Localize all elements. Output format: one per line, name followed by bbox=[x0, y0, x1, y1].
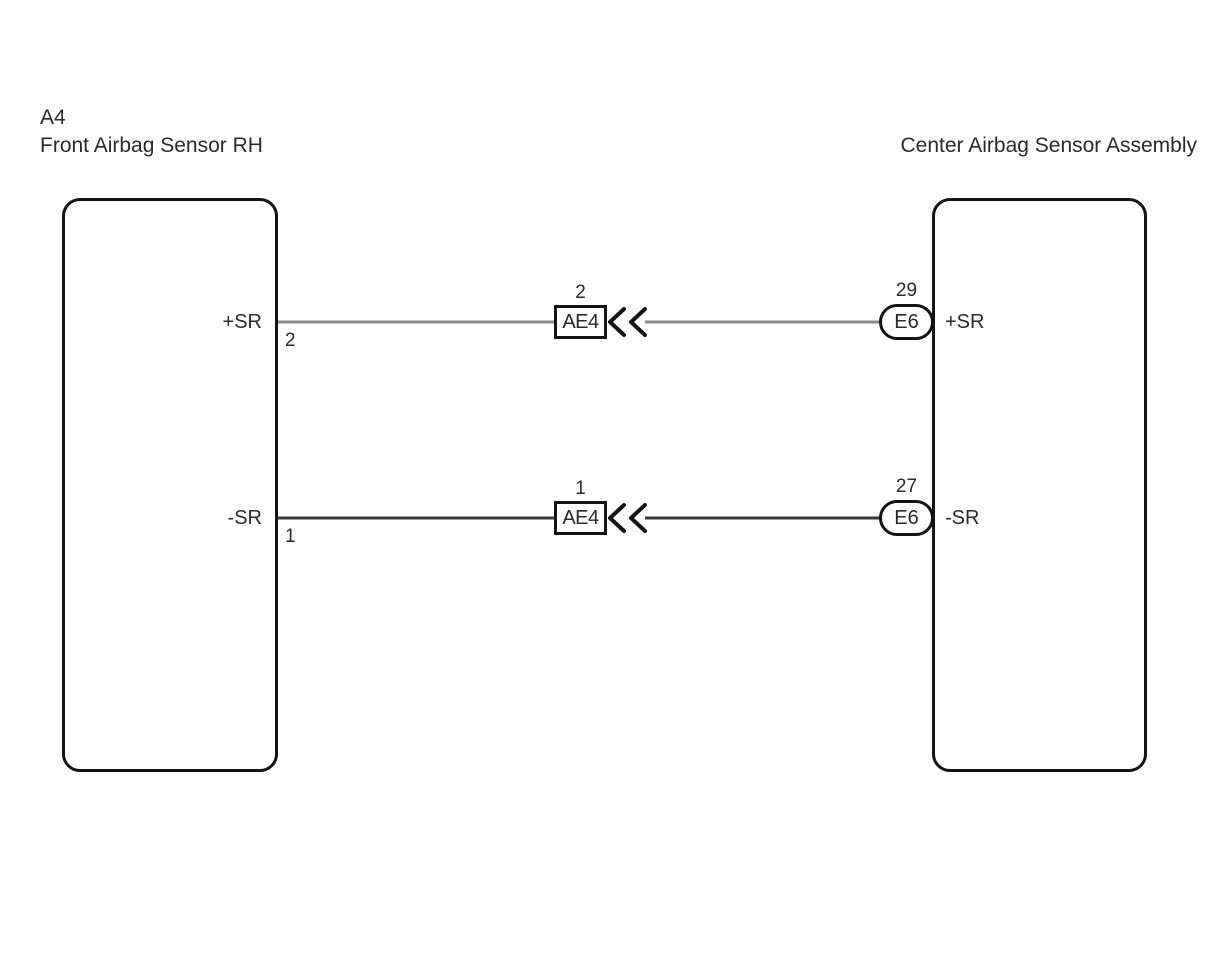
connector-oval: E6 bbox=[879, 304, 934, 340]
left-pin-number: 1 bbox=[285, 526, 296, 547]
right-signal-label-minus-sr: -SR bbox=[945, 507, 980, 529]
splice-connector-label: AE4 bbox=[562, 310, 599, 333]
left-component-title: Front Airbag Sensor RH bbox=[40, 134, 263, 157]
connector-oval: E6 bbox=[879, 500, 934, 536]
splice-connector: AE4 bbox=[554, 305, 607, 339]
connector-label: E6 bbox=[894, 310, 919, 333]
chevron-icon bbox=[629, 307, 647, 337]
splice-pin-number: 1 bbox=[575, 478, 586, 499]
left-signal-label-plus-sr: +SR bbox=[222, 311, 262, 333]
connector-pin-number: 27 bbox=[895, 476, 918, 497]
splice-connector-label: AE4 bbox=[562, 506, 599, 529]
chevron-icon bbox=[608, 503, 626, 533]
connector-label: E6 bbox=[894, 506, 919, 529]
left-signal-label-minus-sr: -SR bbox=[227, 507, 262, 529]
connector-pin-number: 29 bbox=[895, 280, 918, 301]
splice-pin-number: 2 bbox=[575, 282, 586, 303]
chevron-icon bbox=[608, 307, 626, 337]
right-signal-label-plus-sr: +SR bbox=[945, 311, 985, 333]
splice-connector: AE4 bbox=[554, 501, 607, 535]
right-component-title: Center Airbag Sensor Assembly bbox=[900, 134, 1197, 157]
left-component-box bbox=[62, 198, 278, 772]
chevron-icon bbox=[629, 503, 647, 533]
left-pin-number: 2 bbox=[285, 330, 296, 351]
left-component-ref: A4 bbox=[40, 106, 66, 129]
right-component-box bbox=[932, 198, 1147, 772]
